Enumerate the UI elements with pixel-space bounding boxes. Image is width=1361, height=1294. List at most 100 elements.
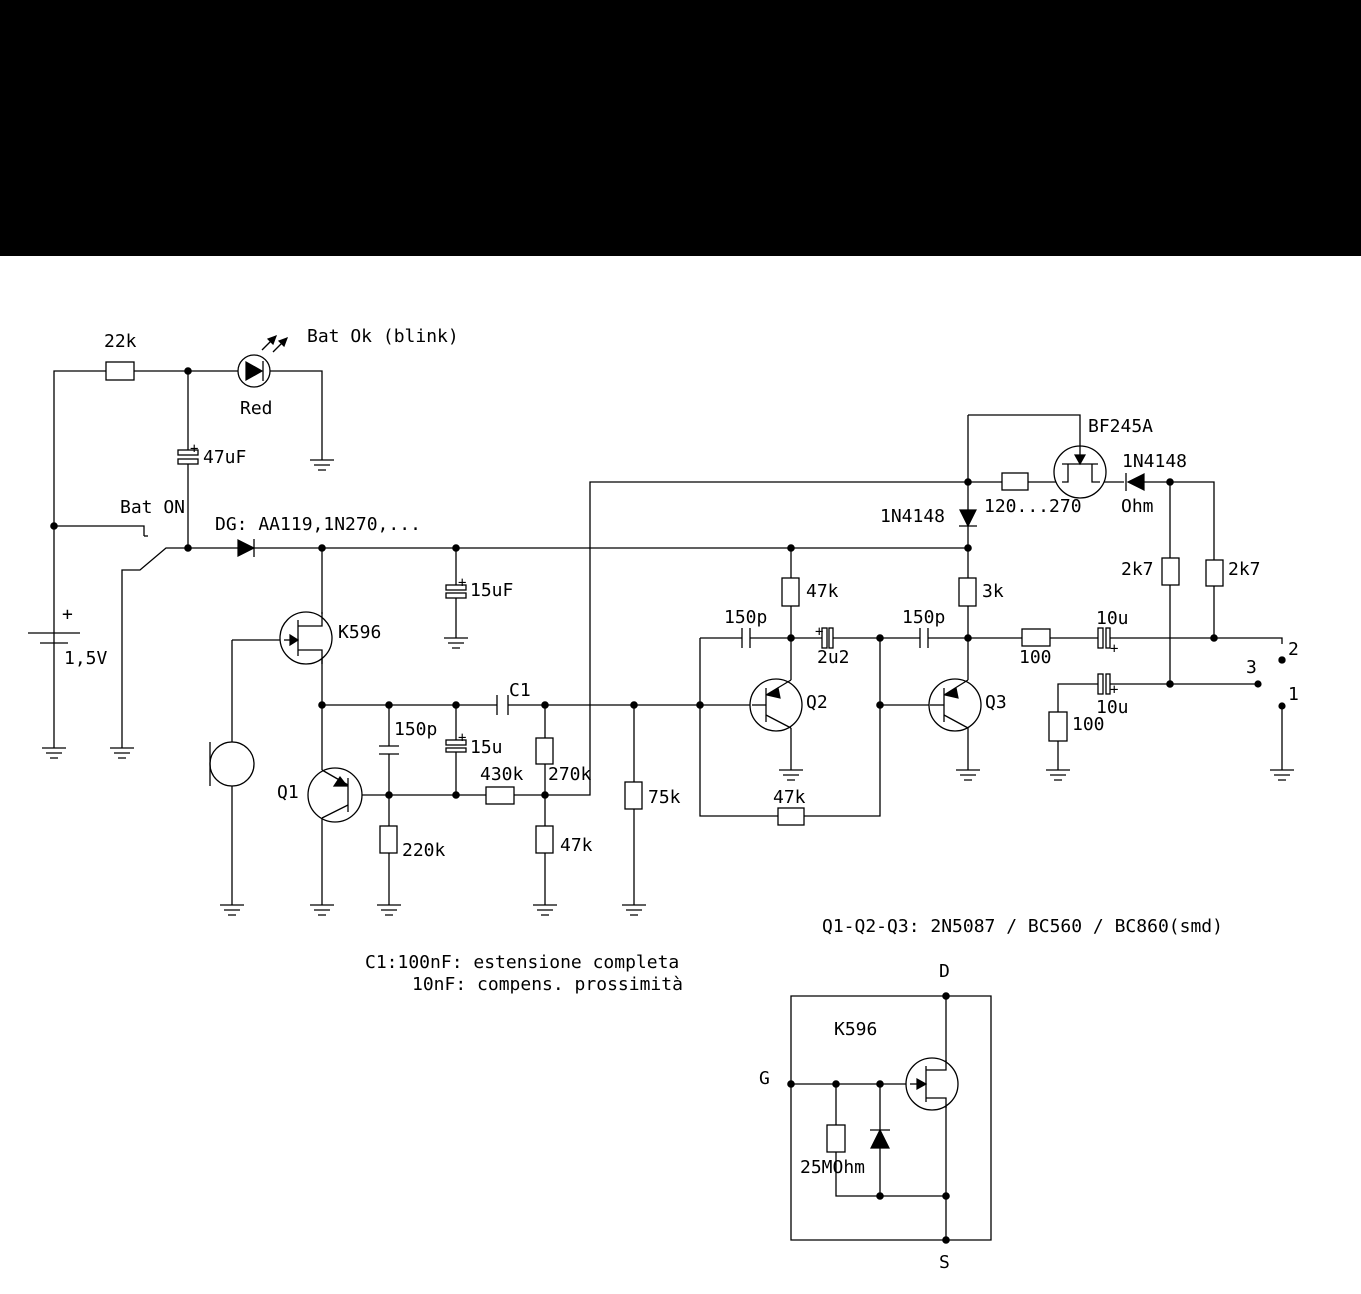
label-q3: Q3 — [985, 692, 1007, 713]
ground-symbols — [42, 459, 1294, 916]
label-75k: 75k — [648, 787, 681, 808]
diodes — [237, 473, 1145, 1149]
resistor-22k — [105, 361, 135, 381]
battery — [28, 632, 80, 644]
label-270k: 270k — [548, 764, 592, 785]
resistor-47k-feedback — [777, 807, 805, 826]
resistor-47k-b — [781, 577, 800, 607]
label-c1-note-1: C1:100nF: estensione completa — [365, 952, 679, 973]
label-2u2: 2u2 — [817, 647, 850, 668]
label-c1-note-2: 10nF: compens. prossimità — [412, 974, 683, 995]
label-q1: Q1 — [277, 782, 299, 803]
label-pin-d: D — [939, 961, 950, 982]
capacitor-150p-b — [741, 628, 751, 648]
transistor-q2 — [749, 678, 803, 732]
capacitor-150p-c — [919, 628, 929, 648]
resistor-2k7-a — [1161, 557, 1180, 586]
led-red — [237, 334, 289, 388]
capacitors — [177, 449, 1111, 755]
capacitor-15u — [445, 739, 467, 753]
label-120-270: 120...270 — [984, 496, 1082, 517]
label-1n4148-b: 1N4148 — [1122, 451, 1187, 472]
label-bf245a: BF245A — [1088, 416, 1153, 437]
capacitor-10u-b — [1097, 673, 1111, 695]
microphone — [209, 741, 255, 787]
label-switch-2: 2 — [1288, 639, 1299, 660]
label-150p-a: 150p — [394, 719, 437, 740]
resistors — [105, 361, 1224, 1153]
label-100-a: 100 — [1019, 647, 1052, 668]
label-battery-plus: + — [62, 604, 73, 625]
label-1n4148-a: 1N4148 — [880, 506, 945, 527]
label-150p-c: 150p — [902, 607, 945, 628]
label-1-5v: 1,5V — [64, 648, 108, 669]
jfet-bf245a — [1053, 445, 1107, 499]
capacitor-47uf — [177, 449, 199, 465]
label-bat-on: Bat ON — [120, 497, 185, 518]
capacitor-2u2 — [821, 627, 834, 649]
label-k596-inset: K596 — [834, 1019, 877, 1040]
output-switch — [1278, 656, 1286, 664]
capacitor-15uf — [445, 584, 467, 599]
label-220k: 220k — [402, 840, 446, 861]
label-10u-a: 10u — [1096, 608, 1129, 629]
labels: 22k Bat Ok (blink) Red + 47uF Bat ON DG:… — [62, 326, 1299, 1273]
resistor-430k — [485, 786, 515, 805]
label-3k: 3k — [982, 581, 1004, 602]
capacitor-c1 — [496, 695, 509, 715]
label-pin-s: S — [939, 1252, 950, 1273]
top-black-band — [0, 0, 1361, 256]
label-plus-10u-b: + — [1110, 682, 1118, 698]
label-2k7-a: 2k7 — [1121, 559, 1154, 580]
label-100-b: 100 — [1072, 714, 1105, 735]
label-plus-15uf: + — [458, 575, 466, 591]
label-15uf: 15uF — [470, 580, 513, 601]
label-25mohm: 25MOhm — [800, 1157, 865, 1178]
resistor-3k — [958, 577, 977, 607]
label-plus-15u: + — [458, 730, 466, 746]
label-47k-a: 47k — [560, 835, 593, 856]
junction-dots — [50, 367, 1286, 1244]
label-k596: K596 — [338, 622, 381, 643]
resistor-75k — [624, 781, 643, 810]
label-47uf: 47uF — [203, 447, 246, 468]
transistor-q1 — [307, 767, 363, 823]
label-pin-g: G — [759, 1068, 770, 1089]
label-2k7-b: 2k7 — [1228, 559, 1261, 580]
label-transistors: Q1-Q2-Q3: 2N5087 / BC560 / BC860(smd) — [822, 916, 1223, 937]
jfet-k596-inset — [905, 1057, 959, 1111]
label-ohm: Ohm — [1121, 496, 1154, 517]
label-15u: 15u — [470, 737, 503, 758]
label-c1: C1 — [509, 680, 531, 701]
label-red: Red — [240, 398, 273, 419]
wires — [53, 370, 1283, 1241]
jfet-k596 — [279, 611, 333, 665]
resistor-270k — [535, 737, 554, 765]
label-plus-10u-a: + — [1110, 641, 1118, 657]
label-plus-47uf: + — [190, 441, 198, 457]
label-10u-b: 10u — [1096, 697, 1129, 718]
label-dg: DG: AA119,1N270,... — [215, 514, 421, 535]
label-q2: Q2 — [806, 692, 828, 713]
resistor-2k7-b — [1205, 559, 1224, 587]
capacitor-150p-a — [379, 745, 399, 755]
label-47k-b: 47k — [806, 581, 839, 602]
resistor-100-a — [1021, 628, 1051, 647]
label-150p-b: 150p — [724, 607, 767, 628]
label-switch-3: 3 — [1246, 657, 1257, 678]
resistor-25mohm — [826, 1124, 846, 1153]
resistor-100-b — [1048, 711, 1068, 742]
diode-1n4148-b — [1125, 473, 1145, 491]
label-plus-2u2: + — [815, 624, 823, 640]
label-bat-ok: Bat Ok (blink) — [307, 326, 459, 347]
diode-dg — [237, 539, 256, 557]
diode-k596-internal — [870, 1128, 890, 1149]
diode-1n4148-a — [959, 509, 977, 548]
resistor-47k-a — [535, 825, 554, 854]
label-430k: 430k — [480, 764, 524, 785]
label-switch-1: 1 — [1288, 684, 1299, 705]
resistor-220k — [379, 825, 398, 854]
label-22k: 22k — [104, 331, 137, 352]
label-47k-feedback: 47k — [773, 787, 806, 808]
